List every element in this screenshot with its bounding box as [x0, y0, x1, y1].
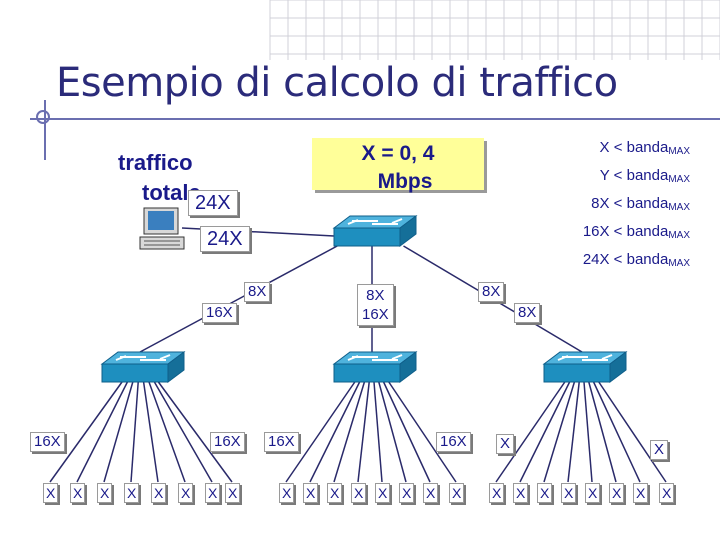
bandwidth-constraints: X < bandaMAX Y < bandaMAX 8X < bandaMAX … [490, 136, 690, 276]
constraint-text: X < banda [599, 139, 669, 156]
host-label: X [43, 483, 59, 503]
host-label: X [375, 483, 391, 503]
label-left-group-left: 16X [30, 432, 65, 452]
network-link [333, 381, 366, 483]
network-link [543, 381, 576, 483]
switch-right [542, 351, 628, 383]
label-total-mid: 24X [200, 226, 250, 252]
network-link [130, 381, 139, 483]
traffic-total-label: traffico totale [118, 148, 201, 208]
host-label: X [399, 483, 415, 503]
title-marker-circle [36, 110, 50, 124]
switch-core [332, 215, 418, 247]
assumption-line1: X = 0, 4 [361, 142, 435, 165]
host-label: X [537, 483, 553, 503]
network-link [373, 381, 383, 483]
host-label: X [124, 483, 140, 503]
traffic-total-line1: traffico [118, 150, 193, 175]
network-link [519, 381, 571, 483]
host-label: X [513, 483, 529, 503]
network-link [378, 381, 407, 483]
label-left-uplink-down: 16X [202, 303, 237, 323]
host-label: X [449, 483, 465, 503]
constraint-row: Y < bandaMAX [490, 164, 690, 192]
label-center-uplink: 8X 16X [357, 284, 394, 326]
network-link [103, 381, 134, 483]
switch-left [100, 351, 186, 383]
network-link [495, 381, 566, 483]
network-link [592, 381, 641, 483]
host-label: X [225, 483, 241, 503]
host-label: X [659, 483, 675, 503]
label-left-group-right: 16X [210, 432, 245, 452]
page-title: Esempio di calcolo di traffico [56, 60, 618, 106]
label-right-group-left: X [496, 434, 515, 454]
constraint-row: X < bandaMAX [490, 136, 690, 164]
host-label: X [178, 483, 194, 503]
host-label: X [70, 483, 86, 503]
label-center-group-right: 16X [436, 432, 471, 452]
host-label: X [97, 483, 113, 503]
network-link [588, 381, 617, 483]
host-label: X [561, 483, 577, 503]
host-label: X [633, 483, 649, 503]
host-label: X [585, 483, 601, 503]
background-grid [269, 0, 720, 60]
network-link [382, 381, 431, 483]
host-label: X [279, 483, 295, 503]
network-link [139, 245, 338, 353]
network-link [148, 381, 186, 483]
host-label: X [151, 483, 167, 503]
constraint-sub: MAX [668, 146, 690, 157]
network-link [583, 381, 593, 483]
constraint-sub: MAX [668, 174, 690, 185]
assumption-line2: Mbps [377, 170, 433, 193]
constraint-text: 16X < banda [582, 223, 669, 240]
label-left-uplink-up: 8X [244, 282, 271, 302]
host-label: X [489, 483, 505, 503]
constraint-sub: MAX [668, 230, 690, 241]
network-link [49, 381, 123, 483]
network-link [76, 381, 129, 483]
assumption-note [312, 138, 484, 190]
host-label: X [327, 483, 343, 503]
label-total-top: 24X [188, 190, 238, 216]
label-right-group-right: X [650, 440, 669, 460]
constraint-row: 8X < bandaMAX [490, 192, 690, 220]
constraint-text: 8X < banda [591, 195, 669, 212]
network-link [309, 381, 361, 483]
constraint-sub: MAX [668, 202, 690, 213]
constraint-row: 24X < bandaMAX [490, 248, 690, 276]
network-link [285, 381, 356, 483]
title-marker-line [44, 100, 46, 160]
label-center-group-left: 16X [264, 432, 299, 452]
network-link [598, 381, 667, 483]
assumption-text: X = 0, 4 Mbps [312, 140, 484, 196]
network-link [153, 381, 213, 483]
network-link [567, 381, 580, 483]
constraint-text: 24X < banda [582, 251, 669, 268]
switch-center [332, 351, 418, 383]
network-link [157, 381, 233, 483]
constraint-text: Y < banda [599, 167, 669, 184]
network-link [388, 381, 457, 483]
label-right-uplink-up: 8X [478, 282, 505, 302]
host-label: X [303, 483, 319, 503]
network-link [357, 381, 370, 483]
constraint-sub: MAX [668, 258, 690, 269]
pc-icon [139, 207, 185, 250]
label-right-uplink-down: 8X [514, 303, 541, 323]
network-link [142, 381, 159, 483]
title-underline [30, 118, 720, 120]
host-label: X [423, 483, 439, 503]
host-label: X [351, 483, 367, 503]
host-label: X [205, 483, 221, 503]
constraint-row: 16X < bandaMAX [490, 220, 690, 248]
host-label: X [609, 483, 625, 503]
